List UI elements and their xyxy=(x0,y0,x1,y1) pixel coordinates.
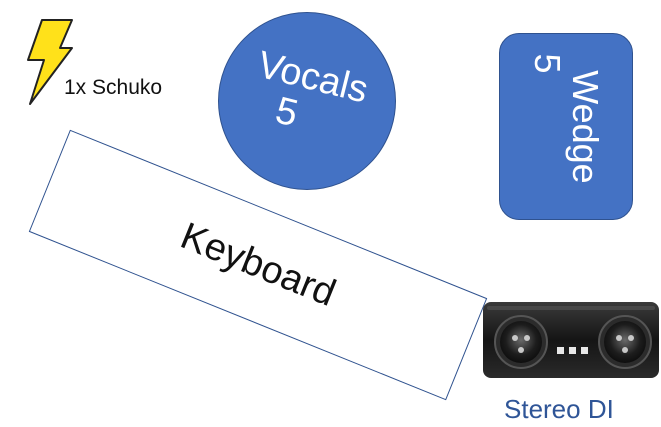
di-box-icon xyxy=(483,302,659,378)
vocals-number: 5 xyxy=(271,89,302,136)
stereo-di-label: Stereo DI xyxy=(504,394,614,424)
power-label: 1x Schuko xyxy=(64,76,163,99)
wedge-monitor[interactable]: Wedge 5 xyxy=(499,33,633,220)
lightning-bolt-icon xyxy=(27,19,73,105)
vocals-name: Vocals xyxy=(253,43,373,112)
wedge-number: 5 xyxy=(527,53,568,74)
vocals-monitor[interactable]: Vocals 5 xyxy=(218,12,396,190)
wedge-name: Wedge xyxy=(564,69,606,184)
